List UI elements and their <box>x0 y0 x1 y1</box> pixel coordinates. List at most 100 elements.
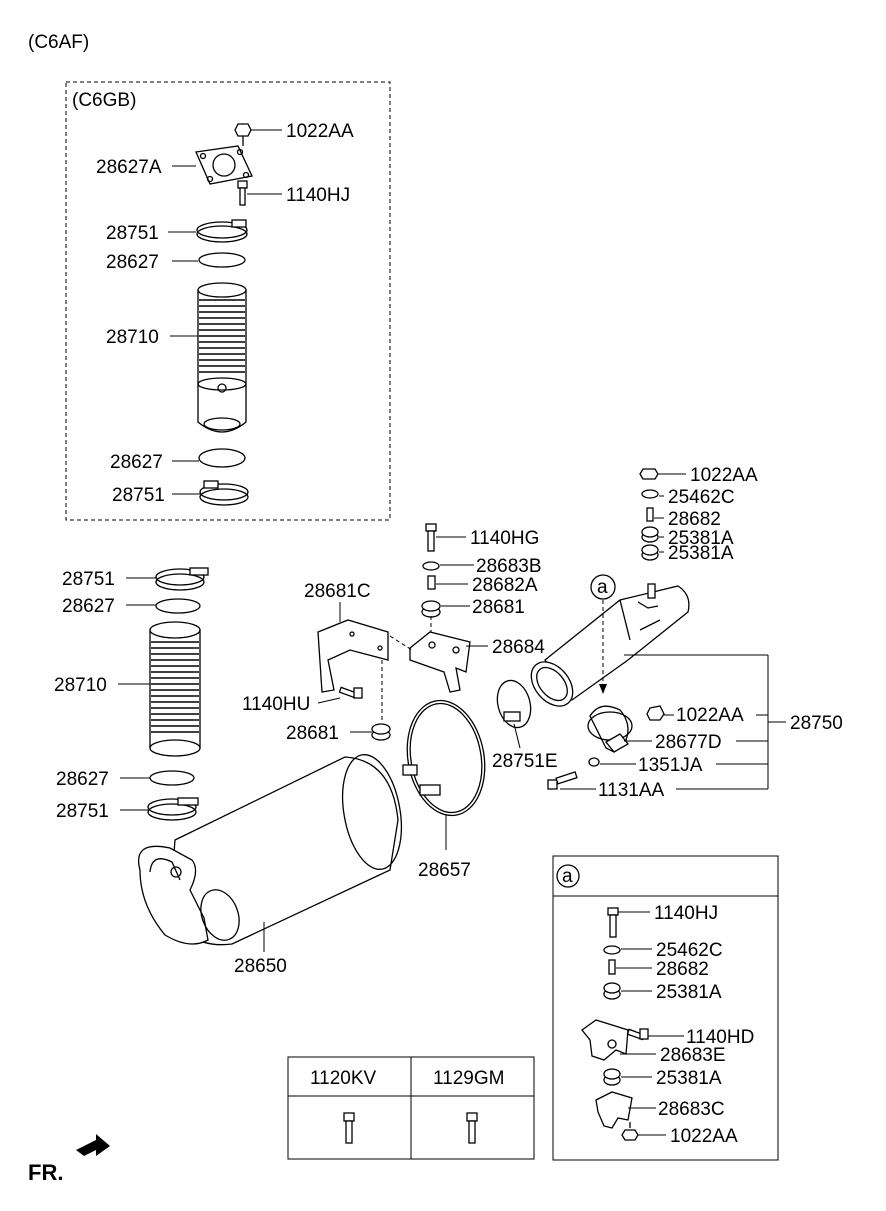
label-1022aa-bracket: 1022AA <box>676 705 744 726</box>
bracket-icon <box>317 619 389 693</box>
inset-label-1140hj: 1140HJ <box>286 185 350 206</box>
collar-icon <box>608 959 616 975</box>
rubber-mount-icon <box>603 1068 621 1086</box>
label-28681-left: 28681 <box>286 723 339 744</box>
inset-label-28627-bottom: 28627 <box>110 452 163 473</box>
detail-ref-marker <box>556 864 580 888</box>
bracket-icon <box>409 631 471 693</box>
label-28682a: 28682A <box>472 575 538 596</box>
detail-label-1022aa: 1022AA <box>670 1126 738 1147</box>
label-28657: 28657 <box>418 860 471 881</box>
detail-label-1140hd: 1140HD <box>686 1027 754 1048</box>
label-28681c: 28681C <box>304 581 371 602</box>
bolt-icon <box>607 907 619 938</box>
left-label-28627-bottom: 28627 <box>56 769 109 790</box>
inset-c6gb: (C6GB) 1022AA 28627A 1140HJ <box>65 81 391 521</box>
label-1022aa-top: 1022AA <box>690 465 758 486</box>
seal-ring-icon <box>198 448 246 468</box>
bracket-assembly: 1022AA 28677D 1351JA 1131AA 28750 <box>547 654 843 801</box>
label-25381a-top-1: 25381A <box>668 528 734 549</box>
strap-band-icon <box>402 699 486 817</box>
clamp-icon <box>155 567 209 591</box>
label-1140hu: 1140HU <box>242 694 310 715</box>
left-label-28751-bottom: 28751 <box>56 801 109 822</box>
detail-label-1140hj: 1140HJ <box>654 903 718 924</box>
inset-title: (C6GB) <box>72 90 136 111</box>
collar-icon <box>646 507 654 522</box>
rubber-mount-icon <box>371 723 391 741</box>
inset-label-28627-top: 28627 <box>106 252 159 273</box>
detail-ref-marker <box>590 574 616 600</box>
flex-pipe-icon <box>149 621 201 757</box>
seal-ring-icon <box>149 770 195 786</box>
label-25381a-top-2: 25381A <box>668 543 734 564</box>
label-25462c-top: 25462C <box>668 487 735 508</box>
bolt-icon <box>547 771 578 790</box>
nut-icon <box>234 123 252 146</box>
gasket-plate-icon <box>195 145 253 185</box>
nut-icon <box>621 1122 639 1141</box>
label-1131aa: 1131AA <box>598 780 665 801</box>
inset-label-28751-top: 28751 <box>106 223 159 244</box>
clamp-icon <box>199 480 249 506</box>
rubber-mount-icon <box>603 982 621 1000</box>
inset-label-28627a: 28627A <box>96 157 162 178</box>
seal-ring-icon <box>198 252 246 268</box>
left-label-28751-top: 28751 <box>62 569 115 590</box>
washer-icon <box>603 945 621 955</box>
inset-label-1022aa: 1022AA <box>286 121 354 142</box>
inset-label-28710: 28710 <box>106 327 159 348</box>
clamp-icon <box>147 797 199 821</box>
bracket-icon <box>581 1019 629 1061</box>
label-28650: 28650 <box>234 956 287 977</box>
pipe-mount-stack: 1022AA 25462C 28682 25381A 25381A <box>639 465 758 564</box>
clamp-icon <box>496 679 532 729</box>
detail-ref-letter: a <box>597 577 608 598</box>
bolt-icon <box>338 686 363 699</box>
label-1140hg: 1140HG <box>470 528 539 549</box>
front-direction-label: FR. <box>28 1160 63 1185</box>
bracket-icon <box>595 1091 633 1129</box>
detail-label-28683c: 28683C <box>658 1099 725 1120</box>
washer-icon <box>588 757 600 767</box>
muffler-icon <box>138 754 403 946</box>
nut-icon <box>639 468 659 480</box>
detail-a-box: a 1140HJ 25462C 28682 25381A 1140HD <box>552 855 779 1161</box>
washer-icon <box>641 489 659 499</box>
left-flex-assembly: 28751 28627 28710 <box>54 567 209 822</box>
left-label-28710: 28710 <box>54 675 107 696</box>
detail-border <box>552 855 779 1161</box>
rubber-mount-icon <box>641 526 659 543</box>
tail-pipe-icon <box>530 583 690 707</box>
label-28682-top: 28682 <box>668 509 721 530</box>
detail-label-25381a-2: 25381A <box>656 1068 722 1089</box>
bolt-icon <box>425 523 437 552</box>
detail-label-25381a-1: 25381A <box>656 982 722 1003</box>
label-28677d: 28677D <box>655 732 722 753</box>
detail-a-ref: a <box>562 866 573 887</box>
front-arrow-icon <box>76 1134 110 1156</box>
bolt-icon <box>343 1112 355 1144</box>
nut-icon <box>646 705 665 721</box>
arrow-icon <box>599 684 607 694</box>
label-28751e: 28751E <box>492 751 558 772</box>
inset-border <box>65 81 391 521</box>
detail-label-28683e: 28683E <box>660 1045 726 1066</box>
collar-icon <box>427 575 436 590</box>
bolt-icon <box>466 1112 478 1144</box>
label-28683b: 28683B <box>476 556 542 577</box>
detail-label-25462c: 25462C <box>656 940 723 961</box>
table-header-1120kv: 1120KV <box>310 1068 377 1089</box>
bolt-icon <box>237 180 248 206</box>
flex-pipe-icon <box>197 282 247 433</box>
bolt-icon <box>626 1028 649 1041</box>
clamp-icon <box>196 219 248 243</box>
label-28684: 28684 <box>492 637 545 658</box>
fastener-table: 1120KV 1129GM <box>287 1056 535 1160</box>
inset-label-28751-bottom: 28751 <box>112 485 165 506</box>
rubber-mount-icon <box>641 544 659 561</box>
model-code: (C6AF) <box>28 32 89 53</box>
rubber-mount-icon <box>421 600 441 618</box>
left-label-28627-top: 28627 <box>62 596 115 617</box>
